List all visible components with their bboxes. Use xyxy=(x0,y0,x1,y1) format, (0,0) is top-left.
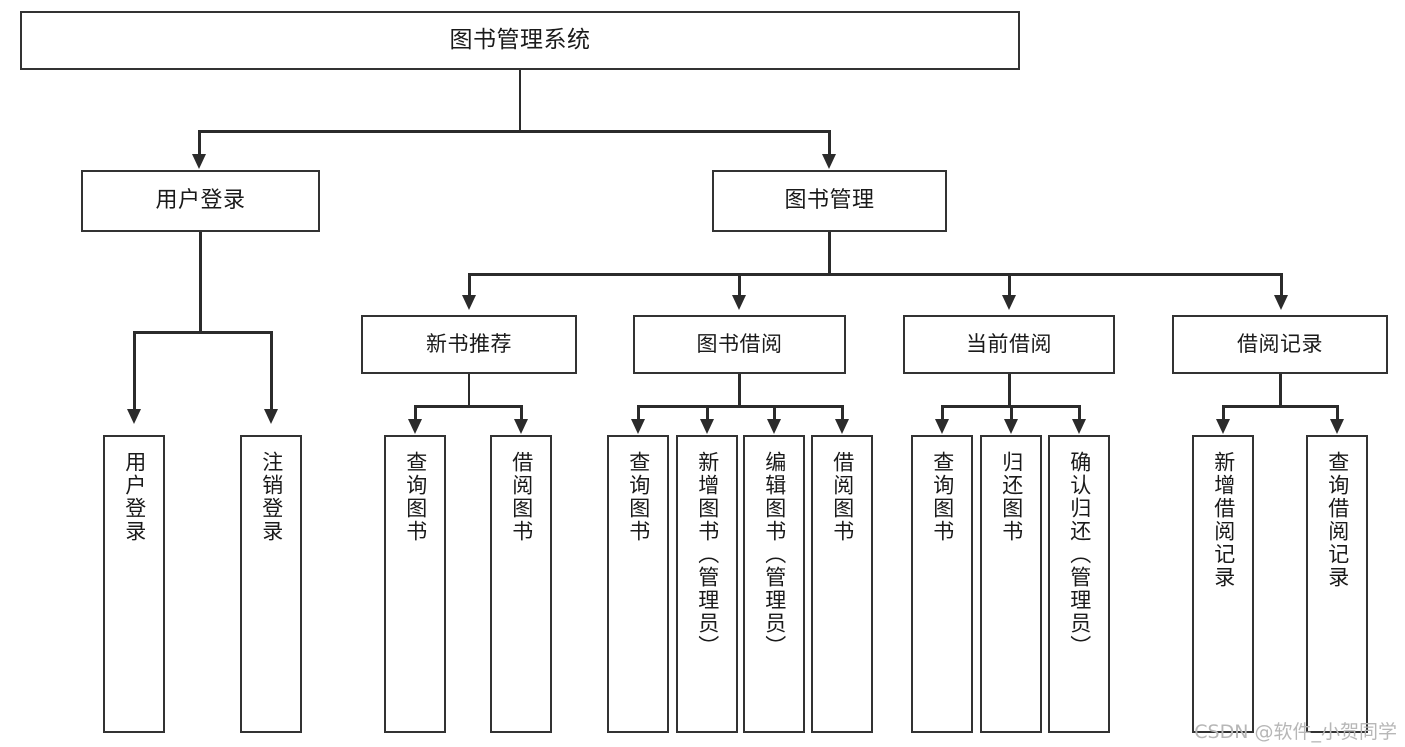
edge-new-book-to-leaf-2 xyxy=(520,405,523,421)
edge-book-manage-to-book-borrow xyxy=(738,273,741,297)
arrowhead-borrow-record-to-leaf-2 xyxy=(1330,419,1345,434)
arrowhead-book-borrow-to-leaf-4 xyxy=(835,419,850,434)
node-root-book-management-system[interactable]: 图书管理系统 xyxy=(20,11,1020,70)
edge-new-book-to-leaf-1 xyxy=(414,405,417,421)
edge-book-manage-to-new-book xyxy=(468,273,471,297)
edge-borrow-record-to-leaf-2 xyxy=(1336,405,1339,421)
node-label: 图书管理系统 xyxy=(449,26,591,53)
node-leaf-user-logout[interactable]: 注销登录 xyxy=(240,435,302,733)
edge-book-borrow-to-leaf-1 xyxy=(637,405,640,421)
node-leaf-add-book-admin[interactable]: 新增图书（管理员） xyxy=(676,435,738,733)
edge-current-borrow-to-leaf-3 xyxy=(1078,405,1081,421)
arrowhead-root-to-book-manage xyxy=(822,154,837,169)
edge-book-borrow-to-leaf-4 xyxy=(841,405,844,421)
edge-new-book-split-bar xyxy=(414,405,522,408)
edge-user-login-split-bar xyxy=(133,331,272,334)
edge-book-borrow-trunk xyxy=(738,374,741,407)
arrowhead-book-manage-to-current-borrow xyxy=(1002,295,1017,310)
node-leaf-add-borrow-record[interactable]: 新增借阅记录 xyxy=(1192,435,1254,733)
node-label: 确认归还（管理员） xyxy=(1067,451,1092,658)
edge-new-book-trunk xyxy=(467,374,471,407)
edge-borrow-record-split-bar xyxy=(1222,405,1338,408)
node-label: 借阅记录 xyxy=(1237,332,1323,357)
edge-root-to-user-login xyxy=(198,130,201,156)
arrowhead-current-borrow-to-leaf-1 xyxy=(935,419,950,434)
node-label: 用户登录 xyxy=(155,188,246,214)
edge-book-manage-split-bar xyxy=(468,273,1280,276)
edge-borrow-record-trunk xyxy=(1279,374,1282,407)
node-label: 新增借阅记录 xyxy=(1211,451,1236,589)
edge-user-login-trunk xyxy=(199,232,202,333)
node-book-manage[interactable]: 图书管理 xyxy=(712,170,947,232)
edge-current-borrow-to-leaf-1 xyxy=(941,405,944,421)
node-leaf-borrow-book[interactable]: 借阅图书 xyxy=(811,435,873,733)
node-user-login[interactable]: 用户登录 xyxy=(81,170,320,232)
arrowhead-book-borrow-to-leaf-3 xyxy=(767,419,782,434)
arrowhead-current-borrow-to-leaf-2 xyxy=(1004,419,1019,434)
node-leaf-query-book-current[interactable]: 查询图书 xyxy=(911,435,973,733)
arrowhead-user-login-to-leaf-2 xyxy=(264,409,279,424)
node-label: 归还图书 xyxy=(999,451,1024,543)
edge-root-trunk xyxy=(518,70,522,132)
node-leaf-user-login[interactable]: 用户登录 xyxy=(103,435,165,733)
node-leaf-query-book-borrow[interactable]: 查询图书 xyxy=(607,435,669,733)
edge-book-borrow-to-leaf-2 xyxy=(706,405,709,421)
edge-root-to-book-manage xyxy=(828,130,831,156)
arrowhead-borrow-record-to-leaf-1 xyxy=(1216,419,1231,434)
node-leaf-edit-book-admin[interactable]: 编辑图书（管理员） xyxy=(743,435,805,733)
node-book-borrow[interactable]: 图书借阅 xyxy=(633,315,846,374)
node-label: 借阅图书 xyxy=(509,451,534,543)
edge-current-borrow-trunk xyxy=(1008,374,1011,407)
node-label: 注销登录 xyxy=(259,451,284,543)
node-label: 图书借阅 xyxy=(696,332,783,357)
node-label: 查询图书 xyxy=(403,451,428,543)
node-leaf-query-book-recommend[interactable]: 查询图书 xyxy=(384,435,446,733)
node-label: 新书推荐 xyxy=(426,332,512,357)
node-label: 用户登录 xyxy=(122,451,147,543)
node-leaf-confirm-return-admin[interactable]: 确认归还（管理员） xyxy=(1048,435,1110,733)
arrowhead-new-book-to-leaf-2 xyxy=(514,419,529,434)
edge-book-manage-to-borrow-record xyxy=(1280,273,1283,297)
node-leaf-borrow-book-recommend[interactable]: 借阅图书 xyxy=(490,435,552,733)
arrowhead-book-borrow-to-leaf-2 xyxy=(700,419,715,434)
node-current-borrow[interactable]: 当前借阅 xyxy=(903,315,1115,374)
node-leaf-query-borrow-record[interactable]: 查询借阅记录 xyxy=(1306,435,1368,733)
edge-current-borrow-to-leaf-2 xyxy=(1010,405,1013,421)
edge-root-split-bar xyxy=(198,130,830,133)
node-label: 查询图书 xyxy=(930,451,955,543)
node-new-book-recommend[interactable]: 新书推荐 xyxy=(361,315,577,374)
edge-user-login-to-leaf-1 xyxy=(133,331,136,411)
arrowhead-user-login-to-leaf-1 xyxy=(127,409,142,424)
edge-user-login-to-leaf-2 xyxy=(270,331,273,411)
edge-book-borrow-split-bar xyxy=(637,405,843,408)
arrowhead-new-book-to-leaf-1 xyxy=(408,419,423,434)
edge-book-manage-to-current-borrow xyxy=(1008,273,1011,297)
node-label: 新增图书（管理员） xyxy=(695,451,720,658)
arrowhead-book-manage-to-book-borrow xyxy=(732,295,747,310)
arrowhead-book-manage-to-borrow-record xyxy=(1274,295,1289,310)
csdn-watermark: CSDN @软件_小贺同学 xyxy=(1194,721,1397,743)
arrowhead-current-borrow-to-leaf-3 xyxy=(1072,419,1087,434)
node-label: 查询图书 xyxy=(626,451,651,543)
arrowhead-book-manage-to-new-book xyxy=(462,295,477,310)
edge-book-manage-trunk xyxy=(828,232,831,275)
arrowhead-root-to-user-login xyxy=(192,154,207,169)
arrowhead-book-borrow-to-leaf-1 xyxy=(631,419,646,434)
edge-book-borrow-to-leaf-3 xyxy=(773,405,776,421)
edge-borrow-record-to-leaf-1 xyxy=(1222,405,1225,421)
node-label: 查询借阅记录 xyxy=(1325,451,1350,589)
node-label: 当前借阅 xyxy=(966,332,1052,357)
node-borrow-record[interactable]: 借阅记录 xyxy=(1172,315,1388,374)
node-label: 图书管理 xyxy=(784,188,875,214)
node-label: 编辑图书（管理员） xyxy=(762,451,787,658)
node-label: 借阅图书 xyxy=(830,451,855,543)
node-leaf-return-book[interactable]: 归还图书 xyxy=(980,435,1042,733)
